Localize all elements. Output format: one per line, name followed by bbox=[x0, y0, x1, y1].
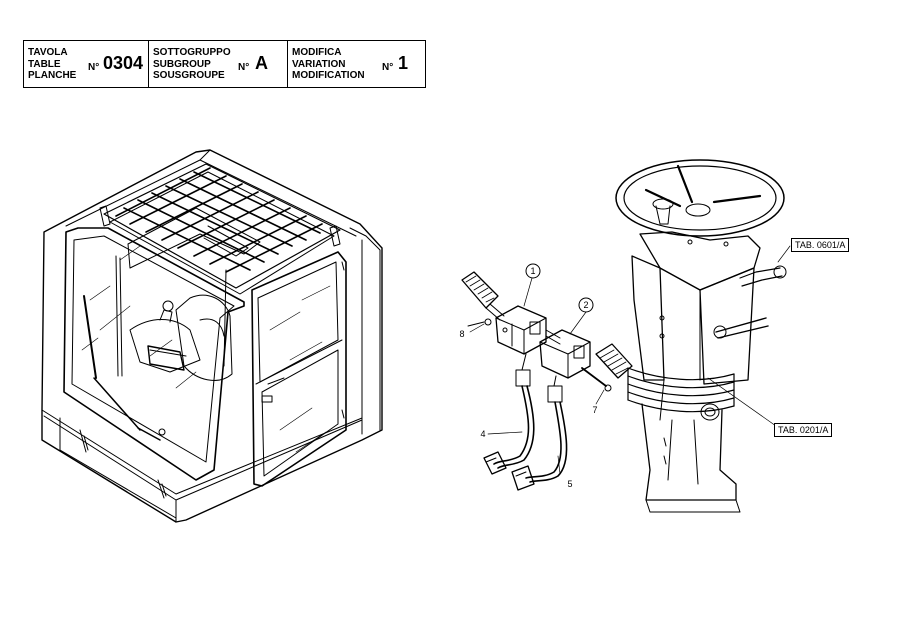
modification-no-prefix: N° bbox=[382, 62, 394, 73]
switch-assembly-illustration bbox=[461, 271, 633, 491]
table-label-fr: PLANCHE bbox=[28, 70, 77, 81]
callout-4: 4 bbox=[480, 429, 485, 439]
callout-2: 2 bbox=[583, 300, 588, 310]
callout-8: 8 bbox=[459, 329, 464, 339]
modification-label-it: MODIFICA bbox=[292, 47, 342, 58]
subgroup-label-fr: SOUSGROUPE bbox=[153, 70, 225, 81]
reference-tag-lower: TAB. 0201/A bbox=[774, 423, 833, 437]
table-number: 0304 bbox=[103, 53, 144, 73]
table-label-en: TABLE bbox=[28, 58, 61, 70]
table-cell: TAVOLA TABLE PLANCHE N° 0304 bbox=[24, 41, 149, 87]
reference-tag-upper: TAB. 0601/A bbox=[791, 238, 850, 252]
subgroup-labels: SOTTOGRUPPO SUBGROUP SOUSGROUPE bbox=[153, 47, 231, 82]
modification-labels: MODIFICA VARIATION MODIFICATION bbox=[292, 47, 365, 82]
table-label-it: TAVOLA bbox=[28, 47, 68, 58]
subgroup-number: A bbox=[255, 53, 268, 73]
modification-number: 1 bbox=[398, 53, 409, 73]
callout-7: 7 bbox=[592, 405, 597, 415]
callout-1: 1 bbox=[530, 266, 535, 276]
callout-5: 5 bbox=[567, 479, 572, 489]
callout-circle-2 bbox=[578, 297, 594, 313]
subgroup-label-en: SUBGROUP bbox=[153, 58, 211, 70]
operator-cab-illustration bbox=[41, 149, 383, 523]
modification-label-fr: MODIFICATION bbox=[292, 70, 365, 81]
table-labels: TAVOLA TABLE PLANCHE bbox=[28, 47, 76, 82]
subgroup-cell: SOTTOGRUPPO SUBGROUP SOUSGROUPE N° A bbox=[149, 41, 288, 87]
callout-circle-1 bbox=[525, 263, 541, 279]
subgroup-label-it: SOTTOGRUPPO bbox=[153, 47, 231, 58]
subgroup-no-prefix: N° bbox=[238, 62, 250, 73]
leader-lines bbox=[469, 245, 791, 475]
table-no-prefix: N° bbox=[88, 62, 100, 73]
modification-label-en: VARIATION bbox=[292, 58, 346, 70]
modification-cell: MODIFICA VARIATION MODIFICATION N° 1 bbox=[288, 41, 424, 87]
title-block: TAVOLA TABLE PLANCHE N° 0304 SOTTOGRUPPO… bbox=[23, 40, 426, 88]
steering-column-illustration bbox=[615, 159, 787, 513]
